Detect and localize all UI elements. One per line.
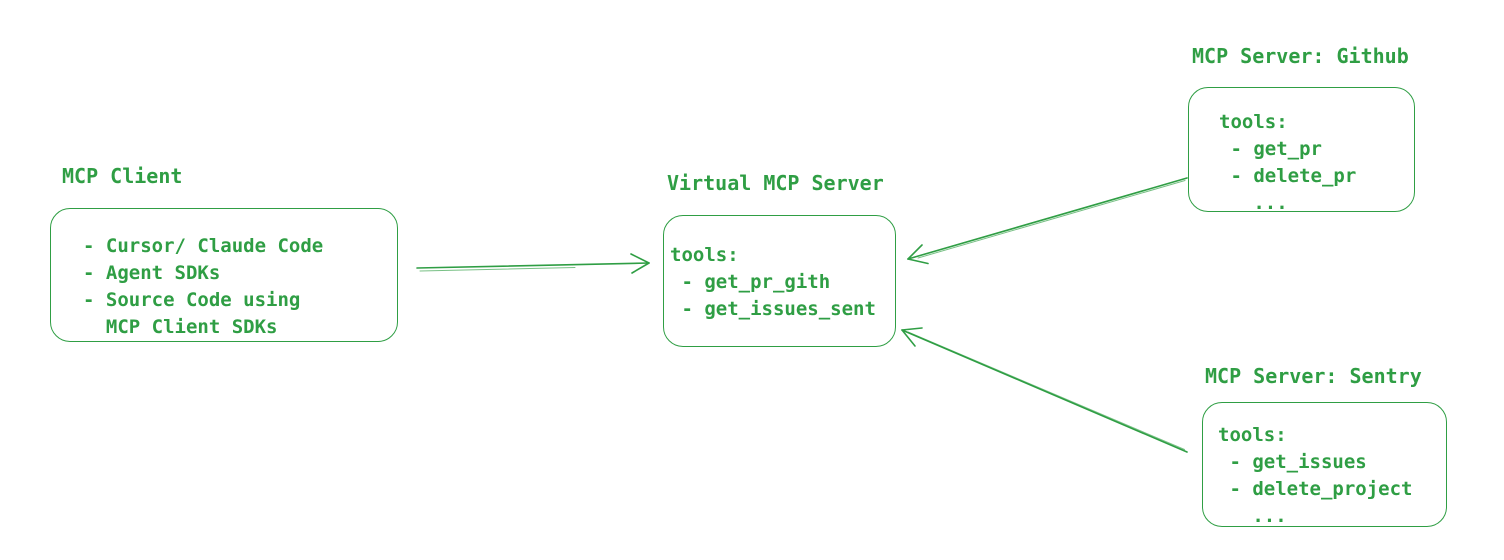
- virtual-server-node-title: Virtual MCP Server: [667, 171, 884, 195]
- arrow-github-to-virtual: [907, 177, 1188, 265]
- client-item: - Cursor/ Claude Code: [83, 235, 324, 257]
- virtual-server-node-box: tools: - get_pr_gith - get_issues_sent: [663, 215, 896, 347]
- virtual-tool-item: - get_issues_sent: [670, 298, 876, 320]
- client-node-title: MCP Client: [62, 164, 183, 188]
- github-tool-ellipsis: ...: [1219, 192, 1288, 214]
- client-item: MCP Client SDKs: [83, 316, 278, 338]
- arrow-sentry-to-virtual: [901, 327, 1188, 453]
- virtual-tool-item: - get_pr_gith: [670, 271, 831, 293]
- client-item: - Agent SDKs: [83, 262, 221, 284]
- github-tool-item: - get_pr: [1219, 138, 1322, 160]
- arrow-client-to-virtual: [416, 253, 650, 274]
- github-server-node-box: tools: - get_pr - delete_pr ...: [1188, 87, 1415, 214]
- github-tool-item: - delete_pr: [1219, 165, 1357, 187]
- client-node-box: - Cursor/ Claude Code - Agent SDKs - Sou…: [50, 208, 398, 342]
- sentry-tool-ellipsis: ...: [1218, 505, 1287, 527]
- sentry-tool-item: - delete_project: [1218, 478, 1413, 500]
- sentry-server-node-box: tools: - get_issues - delete_project ...: [1202, 402, 1447, 527]
- sentry-tools-label: tools:: [1218, 424, 1287, 446]
- client-item: - Source Code using: [83, 289, 301, 311]
- virtual-tools-label: tools:: [670, 244, 739, 266]
- sentry-server-node-title: MCP Server: Sentry: [1205, 364, 1422, 388]
- github-server-node-title: MCP Server: Github: [1192, 44, 1409, 68]
- github-tools-label: tools:: [1219, 111, 1288, 133]
- sentry-tool-item: - get_issues: [1218, 451, 1367, 473]
